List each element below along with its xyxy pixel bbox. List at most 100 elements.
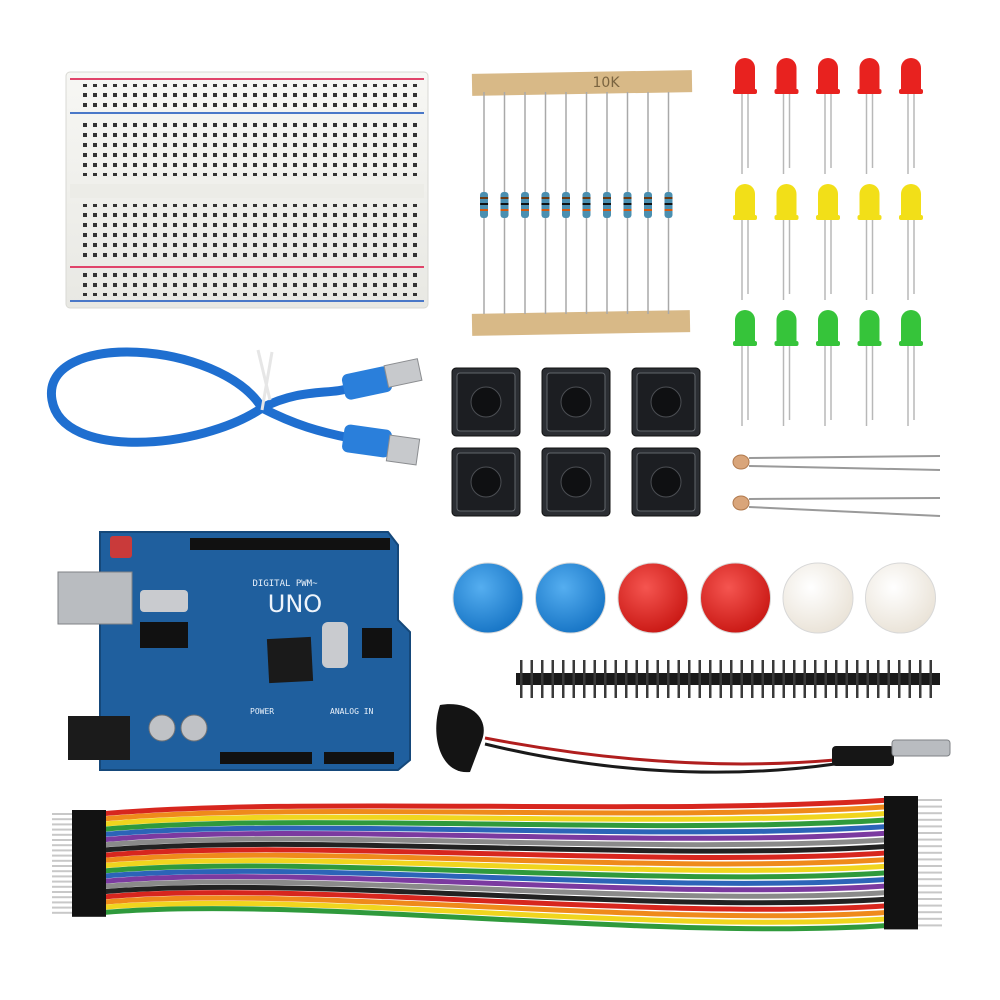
led (816, 184, 840, 300)
led (899, 58, 923, 174)
jumper-connector (72, 908, 106, 917)
resistor (582, 92, 591, 314)
push-button (631, 447, 701, 517)
jumper-pin (918, 845, 942, 848)
jumper-connector (884, 809, 918, 818)
header-pin (845, 660, 848, 698)
photoresistor (732, 495, 941, 517)
microcontroller-chip (266, 636, 314, 684)
resistor (562, 92, 570, 314)
jumper-pin (918, 884, 942, 887)
battery-clip-cable (436, 704, 951, 774)
led (899, 310, 923, 426)
tactile-push-buttons (451, 367, 701, 517)
jumper-wire (52, 890, 942, 912)
usb-cable (47, 347, 423, 466)
resistor-value-label: 10K (593, 75, 621, 91)
led (857, 184, 882, 300)
jumper-wire (52, 815, 942, 834)
power-rail-blue-line-top (70, 112, 424, 114)
push-button (541, 367, 611, 437)
header-pin (887, 660, 890, 698)
jumper-pin (918, 904, 942, 907)
jumper-connector (72, 841, 106, 850)
jumper-pin (52, 885, 72, 888)
led (857, 58, 882, 174)
jumper-connector (884, 862, 918, 870)
jumper-pin (918, 865, 942, 867)
resistor (623, 92, 632, 314)
header-pin (530, 660, 533, 698)
jumper-connector (884, 796, 918, 804)
jumper-connector (884, 868, 918, 877)
pin-header-strip (516, 660, 940, 698)
led (899, 184, 923, 300)
button-cap (865, 562, 936, 634)
jumper-connector (884, 855, 918, 864)
resistor-tape-top (471, 70, 693, 96)
resistor (603, 92, 611, 314)
jumper-wire (52, 809, 942, 829)
power-rail-holes-top (80, 84, 420, 108)
header-pin (698, 660, 701, 698)
power-rail-red-line-top (70, 78, 424, 80)
jumper-pin (52, 880, 72, 883)
battery-clip (436, 704, 484, 773)
jumper-pin (918, 878, 942, 881)
header-pin (908, 660, 911, 698)
dc-plug-tip (891, 739, 951, 757)
jumper-connector (884, 901, 918, 910)
jumper-connector (884, 835, 918, 844)
breadboard (65, 71, 429, 309)
jumper-pin (52, 849, 72, 852)
jumper-connector (72, 810, 106, 818)
header-pin (551, 660, 554, 698)
push-button (451, 447, 521, 517)
jumper-connector (884, 914, 918, 923)
icsp-header (362, 628, 392, 658)
jumper-pin (52, 813, 72, 815)
dc-plug-body (832, 746, 894, 766)
jumper-pin (52, 844, 72, 847)
jumper-connector (72, 836, 106, 844)
jumper-pin (918, 924, 942, 927)
push-button (541, 447, 611, 517)
photoresistors (732, 454, 941, 517)
header-pin (572, 660, 575, 698)
dc-barrel-jack (68, 716, 130, 760)
jumper-pin (918, 871, 942, 874)
jumper-pin (52, 906, 72, 909)
resistor (480, 92, 488, 314)
header-pin (656, 660, 659, 698)
header-pin (593, 660, 596, 698)
jumper-wire (52, 802, 942, 824)
header-pin (866, 660, 869, 698)
jumper-connector (72, 825, 106, 834)
jumper-wire (52, 796, 942, 818)
usb-a-connector-housing (341, 366, 393, 400)
header-pin (898, 660, 901, 698)
jumper-connector (72, 851, 106, 860)
jumper-connector (72, 846, 106, 855)
led (774, 58, 799, 174)
terminal-holes-top (80, 120, 420, 176)
header-pin (856, 660, 859, 698)
header-pin (614, 660, 617, 698)
jumper-connector (72, 898, 106, 907)
resistor (500, 92, 509, 314)
button-cap (535, 562, 606, 634)
jumper-pin (918, 858, 942, 861)
jumper-pin (52, 833, 72, 836)
resistor (644, 92, 652, 314)
header-pin (782, 660, 785, 698)
jumper-pin (52, 828, 72, 831)
jumper-wire (52, 884, 942, 906)
button-cap (452, 562, 524, 634)
power-rail-red-line-bottom (70, 266, 424, 268)
capacitor (148, 714, 176, 742)
led (733, 310, 757, 426)
capacitor (180, 714, 208, 742)
jumper-wire (52, 847, 942, 861)
header-pin (541, 660, 544, 698)
